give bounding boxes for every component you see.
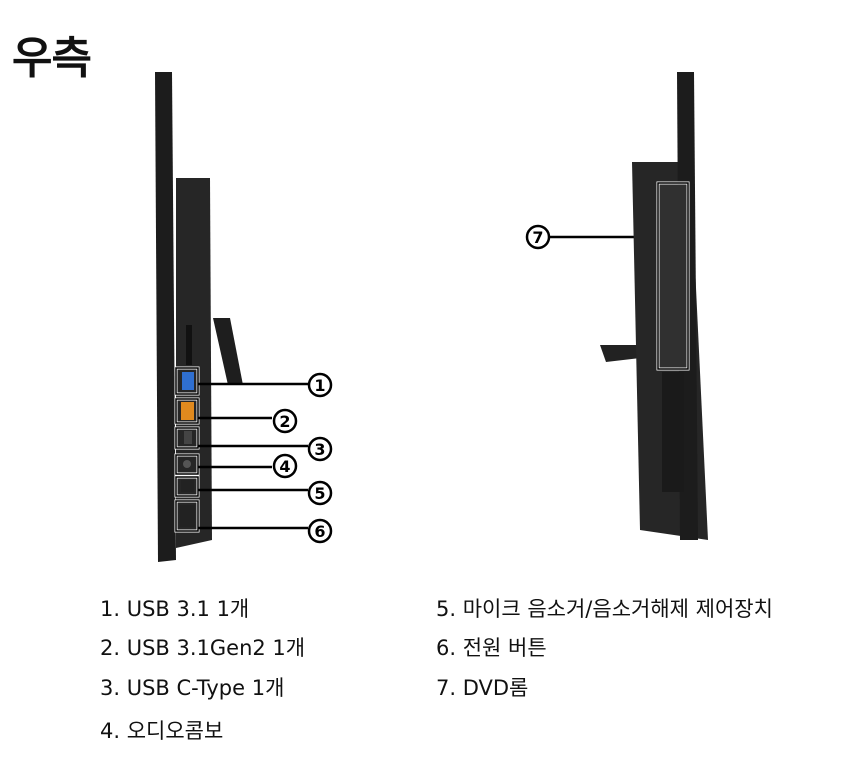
callout-1-label: 1: [314, 376, 325, 395]
spec-item-4: 4. 오디오콤보: [100, 719, 224, 743]
callout-7: [525, 224, 551, 250]
spec-item-3: 3. USB C-Type 1개: [100, 676, 285, 700]
right-device-profile: [600, 72, 708, 540]
callout-4-label: 4: [279, 457, 290, 476]
callout-3-label: 3: [314, 440, 325, 459]
callout-5-label: 5: [314, 484, 325, 503]
callout-6: [307, 518, 333, 544]
mic-mute-button: [181, 480, 194, 492]
callout-3: [307, 436, 333, 462]
spec-item-1: 1. USB 3.1 1개: [100, 597, 250, 621]
audio-combo-jack: [183, 460, 191, 468]
callout-5: [307, 480, 333, 506]
callout-4: [272, 453, 298, 479]
spec-item-2: 2. USB 3.1Gen2 1개: [100, 636, 306, 660]
callout-2: [272, 408, 298, 434]
page-title: 우측: [12, 33, 92, 84]
callout-7-label: 7: [532, 228, 543, 247]
spec-item-7: 7. DVD롬: [436, 676, 529, 700]
callout-2-label: 2: [279, 412, 290, 431]
usb31-port: [182, 372, 194, 390]
power-button: [180, 505, 195, 527]
usb31gen2-port: [181, 402, 194, 420]
spec-item-6: 6. 전원 버튼: [436, 636, 547, 660]
callout-1: [307, 372, 333, 398]
callout-6-label: 6: [314, 522, 325, 541]
usb-c-port: [184, 431, 192, 444]
dvd-drive: [660, 185, 686, 367]
spec-item-5: 5. 마이크 음소거/음소거해제 제어장치: [436, 597, 773, 621]
